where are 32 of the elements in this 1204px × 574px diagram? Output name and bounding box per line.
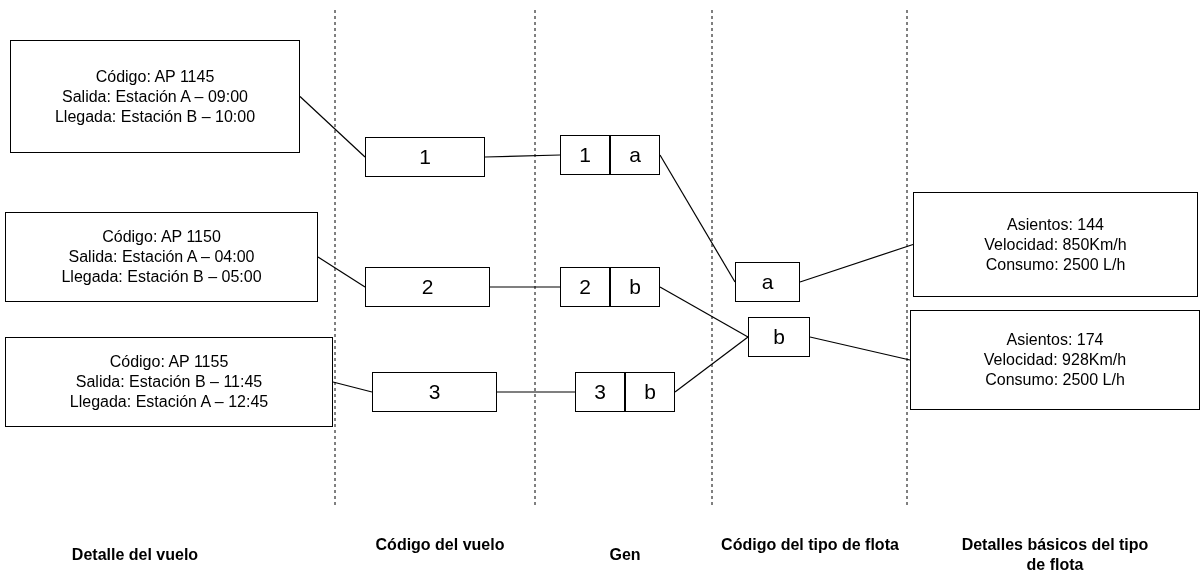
code-box: b <box>748 317 810 357</box>
column-heading: Detalles básicos del tipo de flota <box>960 535 1150 574</box>
connector-line <box>332 381 373 393</box>
code-box: a <box>610 135 660 175</box>
column-heading: Código del vuelo <box>374 535 506 555</box>
code-box: a <box>735 262 800 302</box>
column-heading: Gen <box>608 545 642 565</box>
code-box: 1 <box>365 137 485 177</box>
detail-box: Asientos: 174 Velocidad: 928Km/h Consumo: 2500 L/h <box>910 310 1200 410</box>
code-box: 3 <box>372 372 497 412</box>
connector-line <box>484 154 561 158</box>
column-heading: Detalle del vuelo <box>70 545 200 565</box>
code-box: 1 <box>560 135 610 175</box>
detail-box: Código: AP 1150 Salida: Estación A – 04:00 Llegada: Estación B – 05:00 <box>5 212 318 302</box>
code-box: b <box>610 267 660 307</box>
column-heading: Código del tipo de flota <box>720 535 900 555</box>
detail-box: Código: AP 1145 Salida: Estación A – 09:00 Llegada: Estación B – 10:00 <box>10 40 300 153</box>
connector-line <box>659 154 736 283</box>
code-box: 2 <box>560 267 610 307</box>
connector-line <box>674 336 749 393</box>
connector-line <box>317 256 366 288</box>
connector-line <box>809 336 911 361</box>
connector-line <box>799 243 914 283</box>
connector-line <box>299 95 366 158</box>
connector-line <box>496 391 576 393</box>
connector-line <box>489 286 561 288</box>
code-box: b <box>625 372 675 412</box>
code-box: 3 <box>575 372 625 412</box>
connector-line <box>659 286 749 338</box>
code-box: 2 <box>365 267 490 307</box>
detail-box: Asientos: 144 Velocidad: 850Km/h Consumo: 2500 L/h <box>913 192 1198 297</box>
detail-box: Código: AP 1155 Salida: Estación B – 11:45 Llegada: Estación A – 12:45 <box>5 337 333 427</box>
